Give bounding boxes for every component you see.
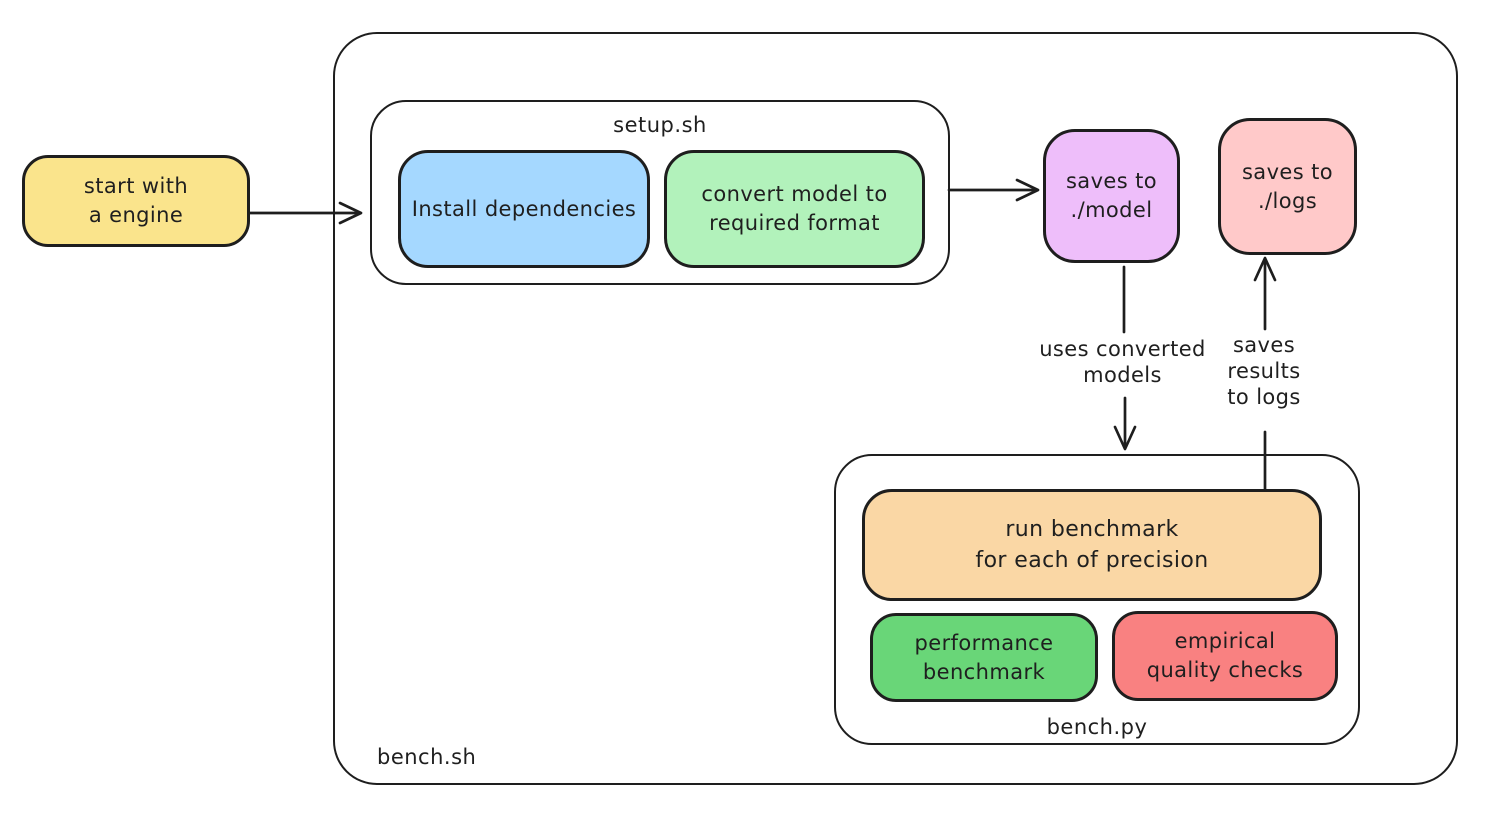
node-run-benchmark-line1: run benchmark — [1005, 517, 1179, 542]
group-bench-sh-label: bench.sh — [377, 745, 477, 769]
edge-label-saves-results-line1: saves — [1232, 333, 1296, 357]
edge-label-uses-converted-line2: models — [1083, 363, 1162, 387]
node-start-engine: start with a engine — [22, 155, 250, 247]
node-saves-to-logs-line1: saves to — [1241, 159, 1334, 184]
node-empirical-quality-checks: empirical quality checks — [1112, 611, 1338, 701]
node-saves-to-model-line2: ./model — [1070, 198, 1153, 222]
node-saves-to-model-line1: saves to — [1065, 169, 1158, 193]
node-install-dependencies: Install dependencies — [398, 150, 650, 268]
node-performance-benchmark-line1: performance — [914, 630, 1054, 655]
edge-label-uses-converted-line1: uses converted — [1039, 337, 1206, 361]
node-saves-to-logs-line2: ./logs — [1257, 188, 1318, 213]
edge-label-uses-converted-models: uses converted models — [1030, 336, 1215, 388]
node-install-dependencies-label: Install dependencies — [411, 196, 637, 221]
node-saves-to-model: saves to ./model — [1043, 129, 1180, 263]
group-bench-py-label: bench.py — [1046, 715, 1148, 739]
node-convert-model-line2: required format — [709, 211, 880, 235]
node-run-benchmark: run benchmark for each of precision — [862, 489, 1322, 601]
edge-label-saves-results-line3: to logs — [1227, 385, 1301, 409]
node-start-engine-line1: start with — [83, 174, 189, 198]
edge-label-saves-results-line2: results — [1227, 359, 1301, 383]
node-convert-model: convert model to required format — [664, 150, 925, 268]
node-run-benchmark-line2: for each of precision — [975, 548, 1209, 573]
edge-label-saves-results-to-logs: saves results to logs — [1214, 332, 1314, 410]
node-empirical-quality-checks-line1: empirical — [1174, 629, 1276, 653]
node-start-engine-line2: a engine — [88, 203, 184, 227]
node-empirical-quality-checks-line2: quality checks — [1146, 658, 1304, 682]
node-performance-benchmark: performance benchmark — [870, 613, 1098, 702]
node-convert-model-line1: convert model to — [701, 182, 888, 206]
group-setup-sh-label: setup.sh — [613, 113, 707, 137]
node-saves-to-logs: saves to ./logs — [1218, 118, 1357, 255]
node-performance-benchmark-line2: benchmark — [922, 659, 1046, 684]
